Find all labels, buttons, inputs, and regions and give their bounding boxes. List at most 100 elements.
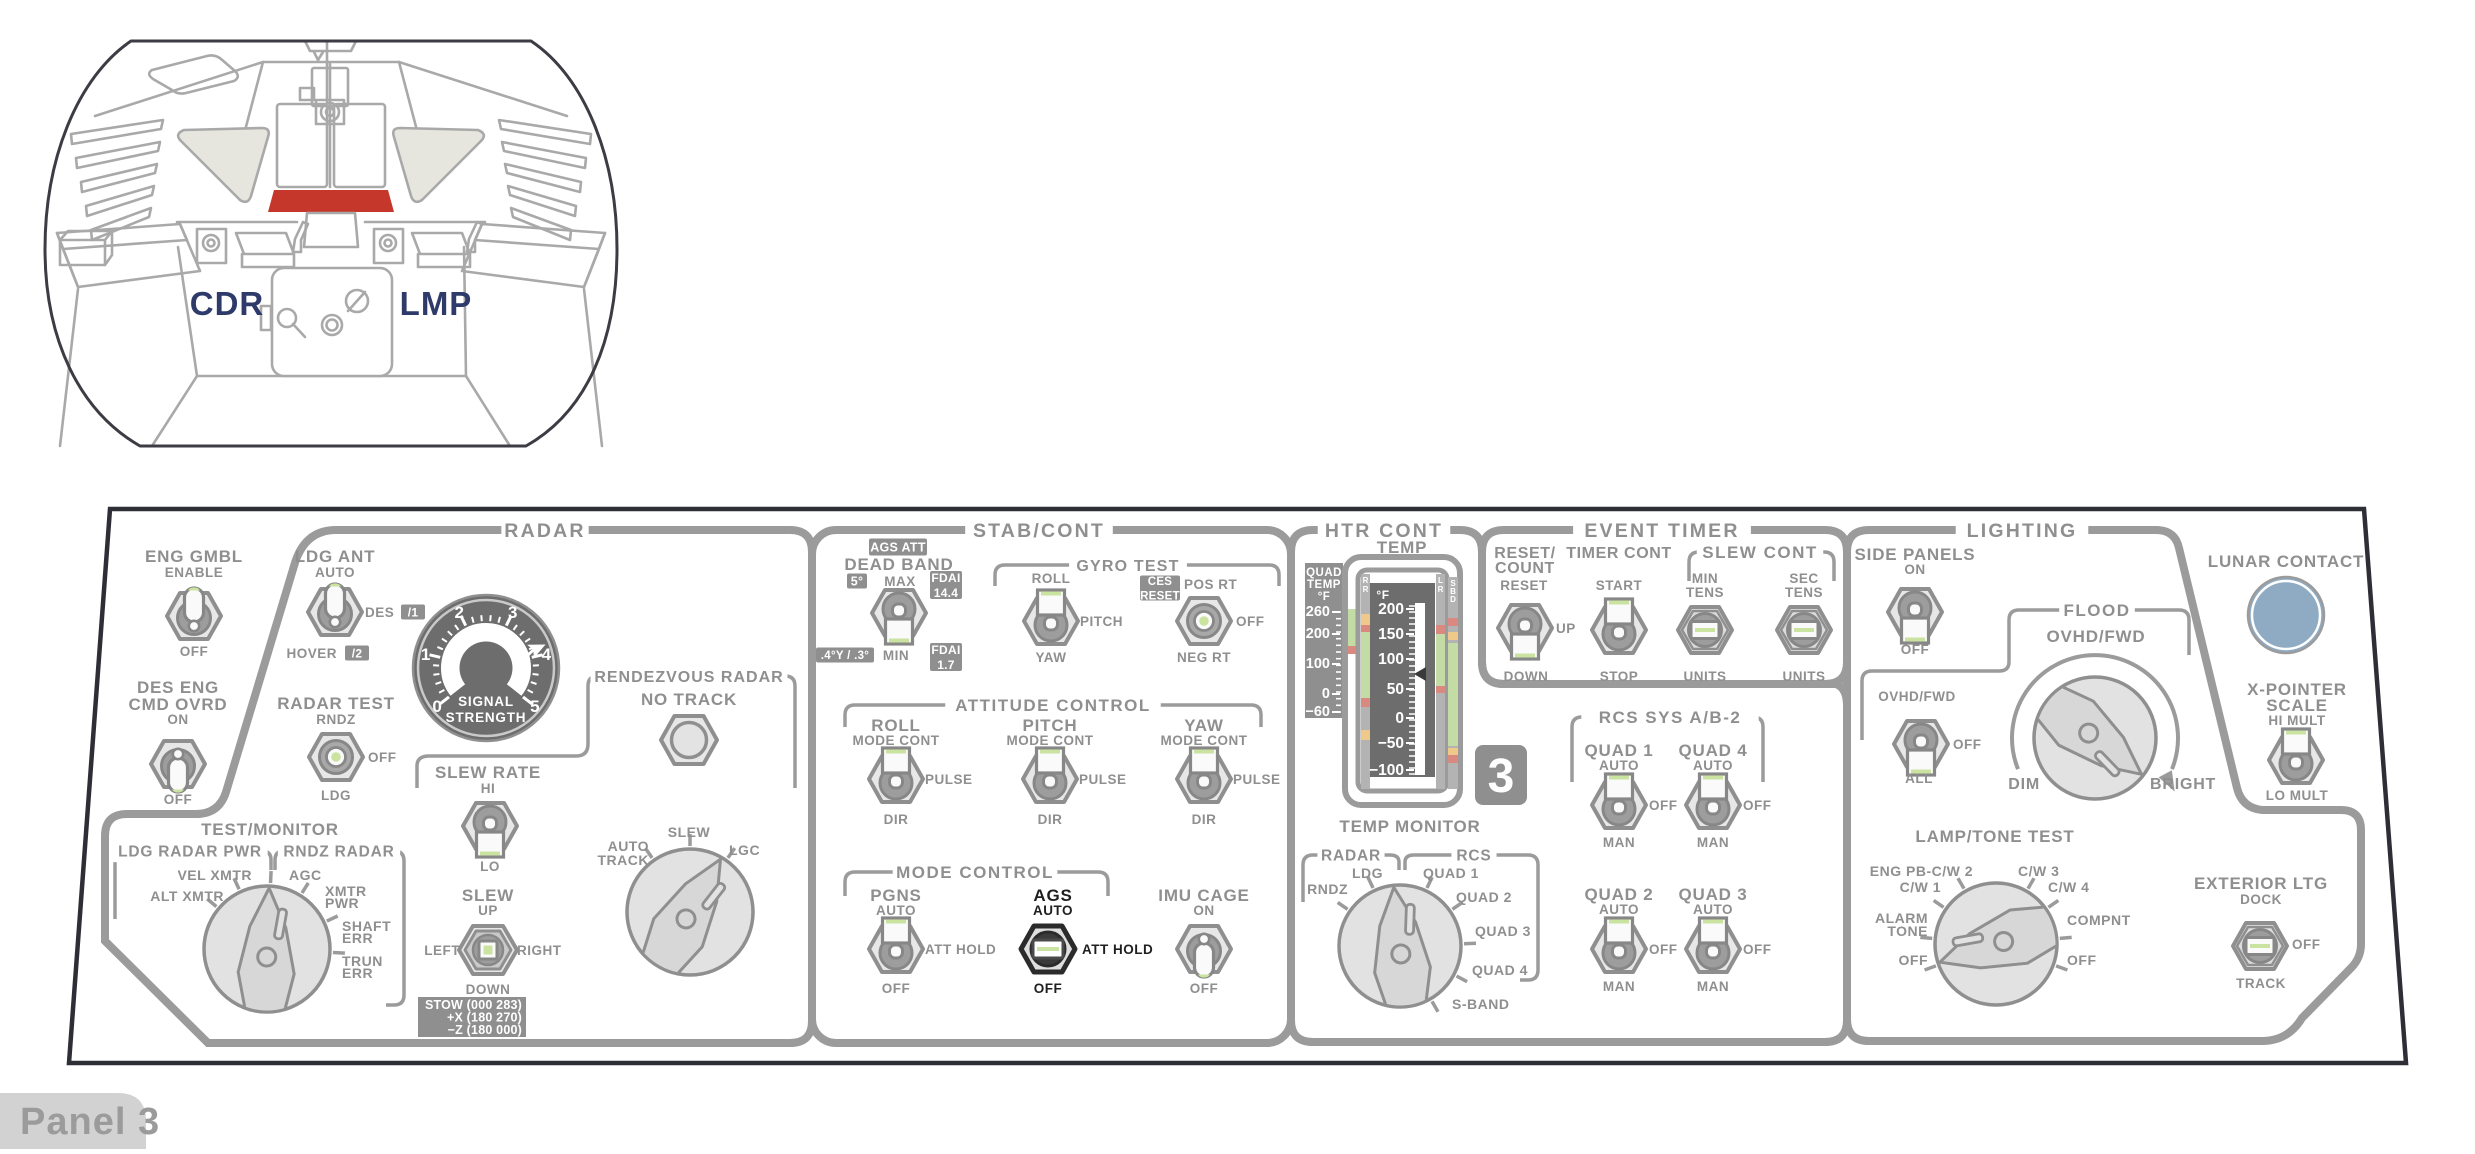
- svg-text:14.4: 14.4: [934, 586, 959, 600]
- svg-text:LUNAR CONTACT: LUNAR CONTACT: [2208, 552, 2364, 571]
- svg-text:OFF: OFF: [164, 792, 193, 807]
- svg-text:SIGNAL: SIGNAL: [458, 694, 514, 709]
- svg-text:OFF: OFF: [1901, 642, 1930, 657]
- svg-text:TONE: TONE: [1887, 923, 1928, 939]
- svg-text:NO TRACK: NO TRACK: [641, 690, 737, 709]
- svg-text:5: 5: [530, 697, 539, 716]
- svg-text:DOCK: DOCK: [2240, 892, 2282, 907]
- svg-text:RADAR: RADAR: [504, 520, 585, 542]
- svg-text:OFF: OFF: [1236, 614, 1265, 629]
- svg-text:MODE CONT: MODE CONT: [1161, 733, 1248, 748]
- svg-text:150: 150: [1378, 626, 1404, 643]
- svg-text:DES: DES: [365, 605, 394, 620]
- svg-text:TEMP MONITOR: TEMP MONITOR: [1339, 817, 1480, 836]
- svg-text:YAW: YAW: [1035, 650, 1066, 665]
- svg-text:100: 100: [1378, 651, 1404, 668]
- svg-text:260: 260: [1306, 604, 1330, 620]
- svg-text:MODE CONTROL: MODE CONTROL: [896, 863, 1054, 882]
- svg-text:RNDZ: RNDZ: [1307, 881, 1348, 897]
- svg-text:0: 0: [432, 697, 441, 716]
- svg-text:OFF: OFF: [180, 644, 209, 659]
- svg-text:PWR: PWR: [325, 895, 359, 911]
- svg-text:RCS: RCS: [1456, 848, 1491, 865]
- svg-text:OFF: OFF: [1899, 952, 1929, 968]
- svg-text:°F: °F: [1376, 588, 1389, 602]
- svg-text:STRENGTH: STRENGTH: [446, 710, 527, 725]
- svg-text:UP: UP: [478, 903, 498, 918]
- svg-text:S-BAND: S-BAND: [1452, 996, 1509, 1012]
- svg-text:PITCH: PITCH: [1080, 614, 1123, 629]
- svg-text:TIMER CONT: TIMER CONT: [1566, 545, 1672, 562]
- svg-text:EXTERIOR LTG: EXTERIOR LTG: [2194, 874, 2328, 893]
- svg-text:LIGHTING: LIGHTING: [1967, 520, 2078, 542]
- svg-text:4: 4: [542, 645, 552, 664]
- svg-text:SLEW CONT: SLEW CONT: [1702, 543, 1818, 562]
- svg-text:ON: ON: [1904, 562, 1925, 577]
- svg-text:−50: −50: [1378, 735, 1404, 752]
- svg-text:MAN: MAN: [1603, 835, 1635, 850]
- svg-text:FDAI: FDAI: [931, 571, 960, 585]
- svg-text:RENDEZVOUS RADAR: RENDEZVOUS RADAR: [594, 669, 783, 686]
- svg-text:MAX: MAX: [884, 574, 916, 589]
- svg-text:−Z (180 000): −Z (180 000): [448, 1023, 522, 1037]
- svg-text:MAN: MAN: [1697, 979, 1729, 994]
- svg-text:EVENT TIMER: EVENT TIMER: [1584, 520, 1739, 542]
- svg-text:5°: 5°: [851, 575, 864, 589]
- svg-text:.4°Y / .3°: .4°Y / .3°: [821, 650, 870, 662]
- svg-text:/2: /2: [352, 646, 363, 660]
- svg-text:ATT HOLD: ATT HOLD: [1082, 942, 1153, 957]
- svg-text:CES: CES: [1148, 576, 1173, 588]
- svg-text:LGC: LGC: [729, 842, 760, 858]
- svg-text:CDR: CDR: [190, 285, 265, 322]
- svg-text:DOWN: DOWN: [466, 982, 511, 997]
- svg-text:QUAD 3: QUAD 3: [1475, 923, 1531, 939]
- svg-text:LAMP/TONE TEST: LAMP/TONE TEST: [1915, 827, 2074, 846]
- svg-text:L: L: [1438, 576, 1443, 585]
- svg-text:−100: −100: [1369, 762, 1404, 779]
- svg-text:OFF: OFF: [2292, 937, 2321, 952]
- svg-text:AGC: AGC: [289, 867, 322, 883]
- svg-text:OFF: OFF: [1034, 981, 1063, 996]
- svg-text:MAN: MAN: [1603, 979, 1635, 994]
- svg-text:OFF: OFF: [1649, 798, 1678, 813]
- svg-text:SLEW RATE: SLEW RATE: [435, 763, 541, 782]
- svg-text:RADAR TEST: RADAR TEST: [277, 694, 395, 713]
- svg-text:MODE CONT: MODE CONT: [853, 733, 940, 748]
- svg-text:OFF: OFF: [1190, 981, 1219, 996]
- svg-text:AUTO: AUTO: [1693, 758, 1733, 773]
- svg-text:UP: UP: [1556, 621, 1576, 636]
- svg-text:RESET: RESET: [1140, 590, 1180, 602]
- svg-text:C/W 4: C/W 4: [2048, 879, 2089, 895]
- svg-text:UNITS: UNITS: [1783, 669, 1826, 684]
- svg-text:MODE CONT: MODE CONT: [1007, 733, 1094, 748]
- svg-text:MIN: MIN: [883, 648, 909, 663]
- svg-text:ENG GMBL: ENG GMBL: [145, 547, 243, 566]
- svg-text:STOP: STOP: [1600, 669, 1639, 684]
- svg-text:OFF: OFF: [1953, 737, 1982, 752]
- svg-text:ALL: ALL: [1905, 771, 1933, 786]
- svg-text:R: R: [1363, 576, 1369, 585]
- svg-text:OVHD/FWD: OVHD/FWD: [2047, 627, 2146, 646]
- svg-text:ERR: ERR: [342, 930, 373, 946]
- svg-text:RESET: RESET: [1500, 578, 1548, 593]
- svg-text:TEST/MONITOR: TEST/MONITOR: [201, 820, 339, 839]
- svg-text:LEFT: LEFT: [424, 943, 460, 958]
- svg-text:OFF: OFF: [368, 750, 397, 765]
- svg-text:START: START: [1596, 578, 1643, 593]
- svg-text:ATT HOLD: ATT HOLD: [925, 942, 996, 957]
- svg-text:POS RT: POS RT: [1184, 577, 1238, 592]
- svg-text:LDG ANT: LDG ANT: [295, 547, 376, 566]
- svg-text:PULSE: PULSE: [1079, 772, 1127, 787]
- svg-text:HI MULT: HI MULT: [2268, 713, 2325, 728]
- svg-text:3: 3: [508, 603, 517, 622]
- svg-text:0: 0: [1395, 710, 1404, 727]
- svg-text:OFF: OFF: [882, 981, 911, 996]
- svg-text:OFF: OFF: [1649, 942, 1678, 957]
- svg-text:ENABLE: ENABLE: [165, 565, 224, 580]
- svg-text:200: 200: [1306, 626, 1330, 642]
- svg-text:SEC: SEC: [1789, 571, 1818, 586]
- svg-text:LO: LO: [480, 859, 500, 874]
- svg-text:3: 3: [1488, 750, 1515, 803]
- svg-text:QUAD 4: QUAD 4: [1472, 962, 1528, 978]
- svg-text:QUAD: QUAD: [1306, 567, 1342, 579]
